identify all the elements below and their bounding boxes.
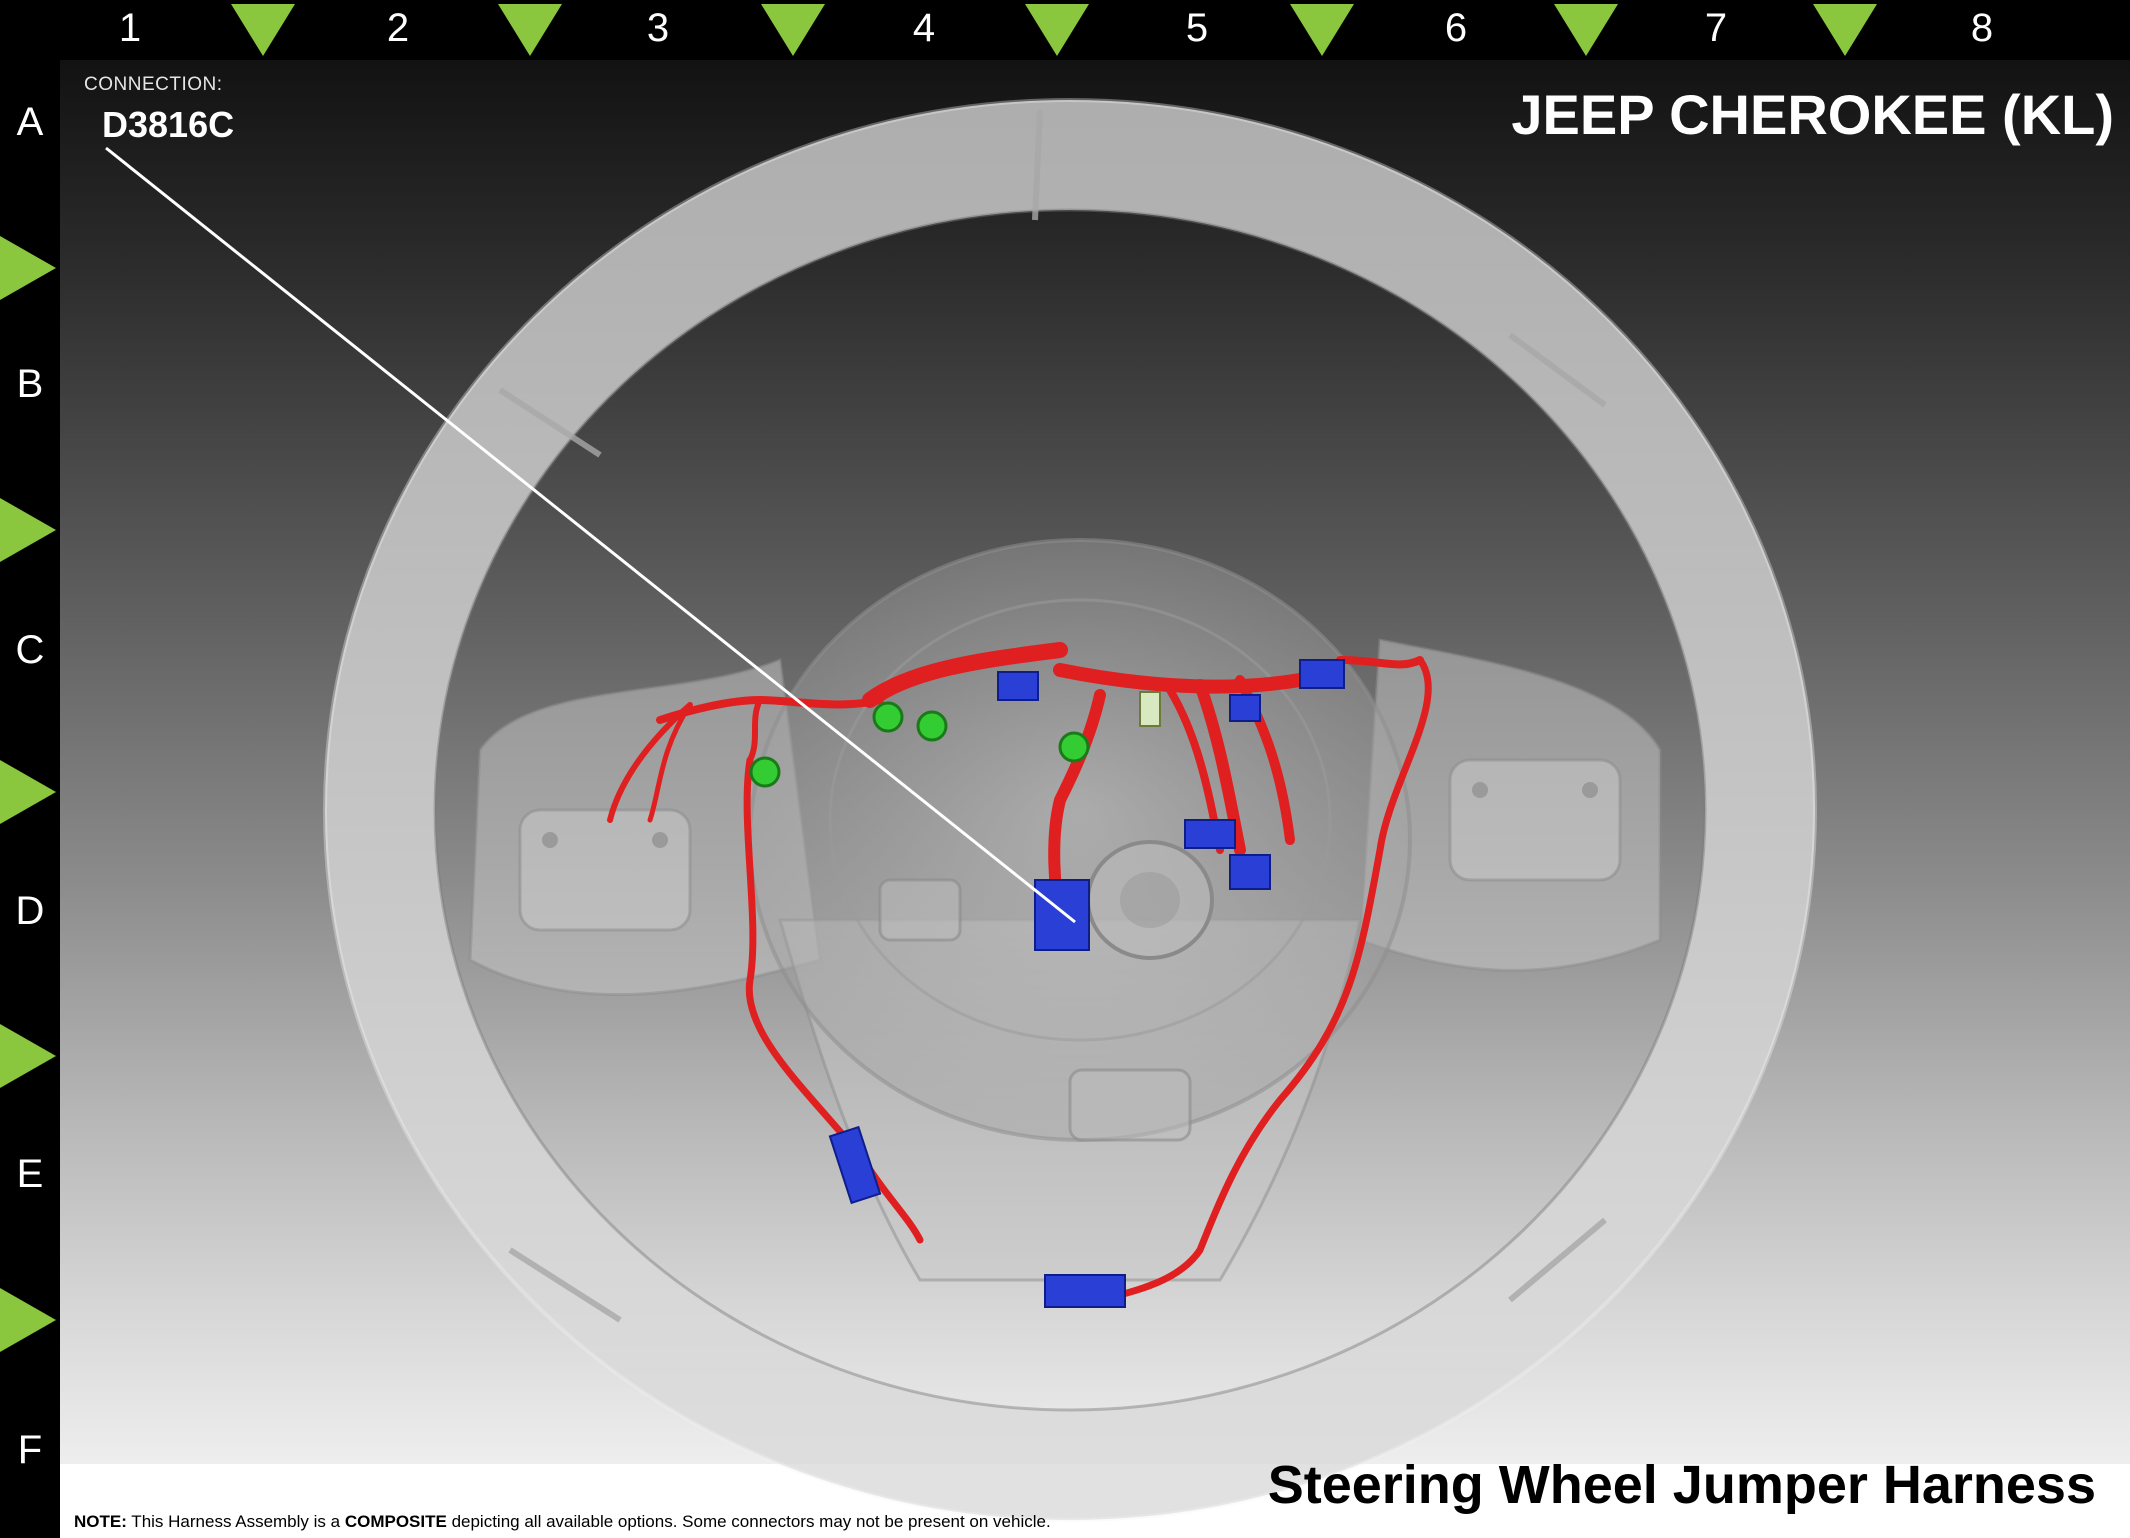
row-marker-icon bbox=[0, 1288, 56, 1352]
column-label-5: 5 bbox=[1185, 6, 1209, 50]
connection-leader-line bbox=[105, 146, 1076, 924]
column-label-3: 3 bbox=[646, 6, 670, 50]
column-label-4: 4 bbox=[912, 6, 936, 50]
note-emphasis: COMPOSITE bbox=[344, 1512, 447, 1531]
composite-note: NOTE: This Harness Assembly is a COMPOSI… bbox=[74, 1512, 1051, 1532]
vehicle-title: JEEP CHEROKEE (KL) bbox=[1511, 83, 2114, 146]
connection-caption: CONNECTION: bbox=[84, 74, 223, 95]
column-marker-icon bbox=[761, 4, 825, 56]
column-label-8: 8 bbox=[1970, 6, 1994, 50]
steering-wheel-illustration bbox=[105, 98, 1817, 1522]
row-marker-icon bbox=[0, 760, 56, 824]
harness-connectors bbox=[828, 659, 1345, 1308]
column-marker-icon bbox=[498, 4, 562, 56]
column-label-1: 1 bbox=[118, 6, 142, 50]
row-ruler: A B C D E F bbox=[0, 0, 60, 1538]
column-marker-icon bbox=[1025, 4, 1089, 56]
row-marker-icon bbox=[0, 236, 56, 300]
row-label-d: D bbox=[15, 889, 45, 933]
note-text-part2: depicting all available options. Some co… bbox=[446, 1512, 1051, 1531]
column-marker-icon bbox=[231, 4, 295, 56]
row-marker-icon bbox=[0, 498, 56, 562]
column-marker-icon bbox=[1813, 4, 1877, 56]
row-label-e: E bbox=[16, 1152, 44, 1196]
column-marker-icon bbox=[1554, 4, 1618, 56]
steering-wheel-hub bbox=[468, 538, 1662, 1282]
row-label-b: B bbox=[16, 362, 44, 406]
row-label-a: A bbox=[16, 100, 44, 144]
row-label-c: C bbox=[15, 628, 45, 672]
diagram-canvas: CONNECTION: D3816C JEEP CHEROKEE (KL) St… bbox=[60, 60, 2130, 1538]
note-prefix: NOTE: bbox=[74, 1512, 127, 1531]
column-marker-icon bbox=[1290, 4, 1354, 56]
steering-wheel-rim bbox=[323, 98, 1817, 1522]
column-label-6: 6 bbox=[1444, 6, 1468, 50]
column-label-2: 2 bbox=[386, 6, 410, 50]
column-label-7: 7 bbox=[1704, 6, 1728, 50]
harness-splices bbox=[749, 701, 1090, 788]
note-text-part1: This Harness Assembly is a bbox=[126, 1512, 345, 1531]
column-ruler: 1 2 3 4 5 6 7 8 bbox=[60, 0, 2130, 60]
row-marker-icon bbox=[0, 1024, 56, 1088]
jumper-harness-wires bbox=[607, 642, 1432, 1304]
row-label-f: F bbox=[17, 1428, 43, 1472]
connection-id: D3816C bbox=[102, 104, 235, 145]
diagram-title: Steering Wheel Jumper Harness bbox=[1267, 1455, 2096, 1515]
